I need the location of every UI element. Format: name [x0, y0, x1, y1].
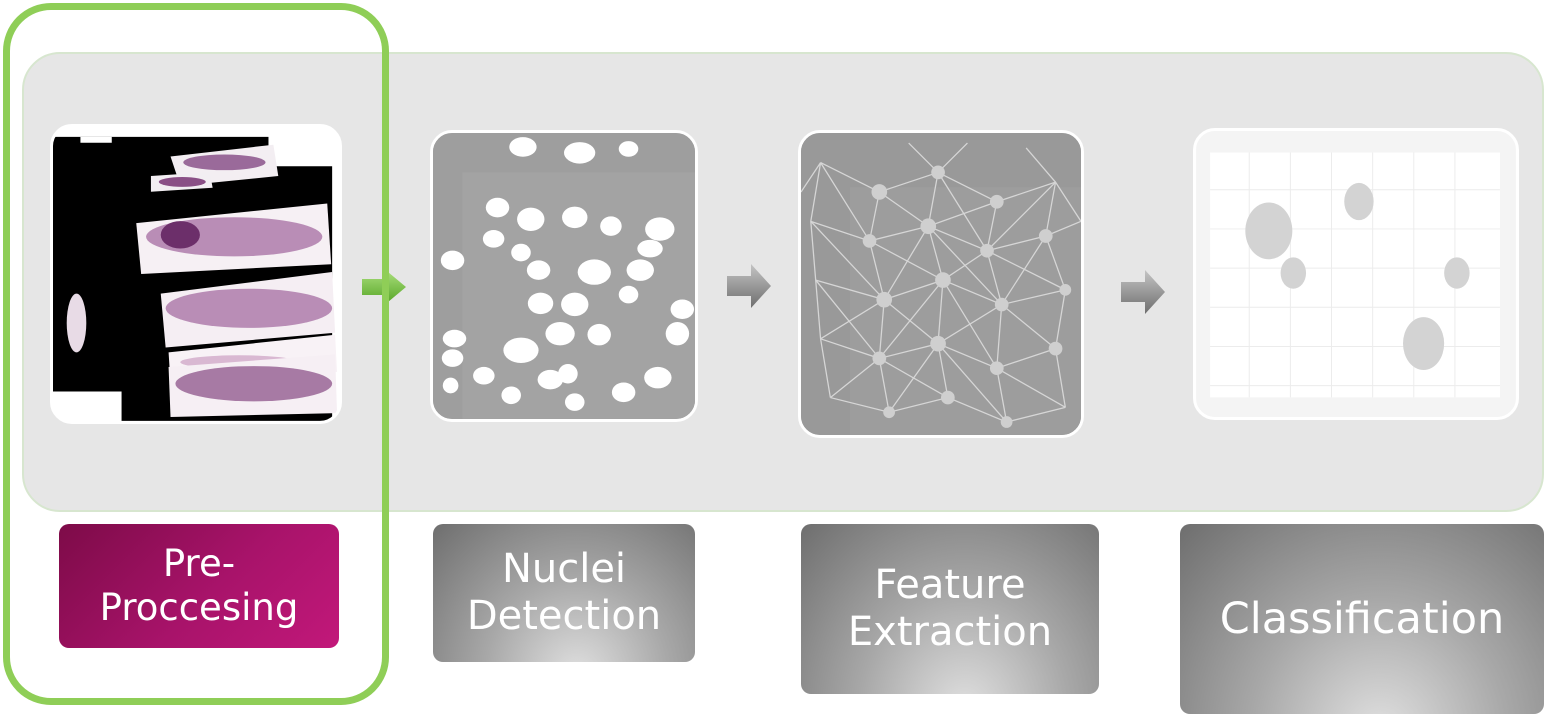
step-label-classification: Classification	[1180, 524, 1544, 714]
tissue-slide-icon	[53, 127, 339, 421]
delaunay-graph-icon	[801, 133, 1081, 435]
step-label-preprocessing: Pre- Proccesing	[59, 524, 339, 648]
arrow-right-icon	[727, 264, 771, 308]
step-label-nuclei-detection: Nuclei Detection	[433, 524, 695, 662]
nuclei-mask-icon	[433, 133, 695, 419]
arrow-right-icon	[362, 272, 406, 302]
feature-extraction-image	[798, 130, 1084, 438]
step-label-feature-extraction: Feature Extraction	[801, 524, 1099, 694]
arrow-right-icon	[1121, 270, 1165, 314]
preprocessing-image	[50, 124, 342, 424]
classification-image	[1193, 128, 1519, 420]
scatter-plot-icon	[1196, 131, 1516, 417]
nuclei-detection-image	[430, 130, 698, 422]
